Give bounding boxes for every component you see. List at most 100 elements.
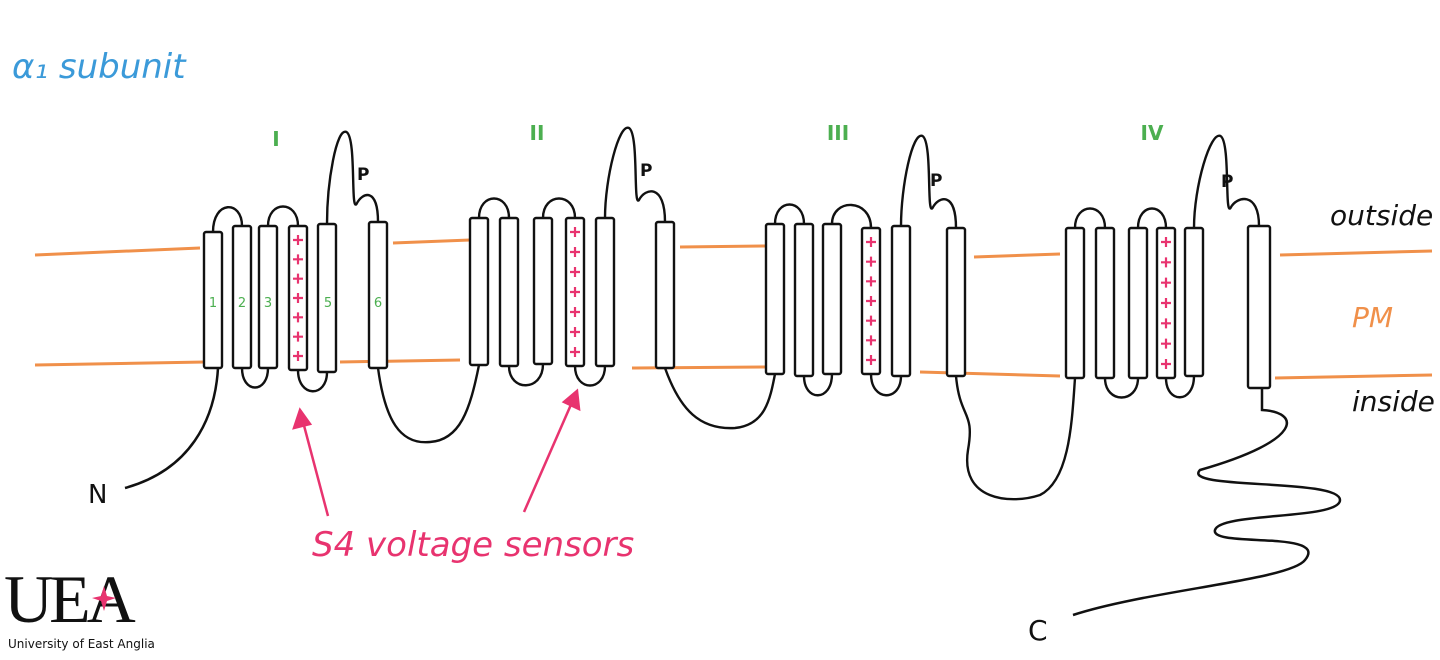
helix-ii-s2: [498, 216, 520, 368]
positive-charge-mark: [866, 237, 876, 247]
interdomain-linker-3: [954, 375, 1077, 501]
pore-label-iv: P: [1221, 172, 1233, 192]
membrane-outer-line: [34, 238, 1433, 259]
domain-label-iii: III: [827, 121, 849, 145]
loop-iv-4: [1164, 375, 1196, 399]
positive-charge-mark: [293, 273, 303, 284]
loop-iv-1: [1073, 207, 1107, 229]
loop-ii-2: [507, 363, 545, 387]
positive-charge-mark: [570, 227, 580, 237]
positive-charge-mark: [866, 355, 876, 365]
domain-label-i: I: [272, 127, 279, 151]
helix-iii-s3: [821, 222, 843, 376]
loop-i-2: [240, 367, 270, 389]
uea-logo: UEA University of East Anglia: [4, 561, 155, 651]
positive-charge-mark: [293, 312, 303, 323]
segment-number-1: 1: [209, 296, 217, 311]
s4-annotation-arrows: [292, 388, 581, 517]
positive-charge-mark: [570, 267, 580, 277]
helix-iii-s6: [945, 226, 967, 378]
uea-logo-text: University of East Anglia: [8, 637, 155, 651]
loop-iii-2: [802, 373, 834, 397]
loop-iii-5: [899, 134, 958, 229]
helix-ii-s3: [532, 216, 554, 366]
positive-charge-mark: [570, 247, 580, 257]
positive-charge-mark: [1161, 257, 1171, 268]
helix-iv-s3: [1127, 226, 1149, 380]
positive-charge-mark: [1161, 277, 1171, 288]
outside-label: outside: [1330, 199, 1433, 232]
loop-iii-4: [869, 373, 903, 397]
segment-number-5: 5: [324, 296, 332, 311]
helix-i-s6: [367, 220, 389, 370]
domain-label-iv: IV: [1141, 121, 1164, 145]
positive-charge-mark: [293, 351, 303, 361]
connecting-loops: [211, 126, 1261, 501]
helix-ii-s6: [654, 220, 676, 370]
positive-charge-mark: [1161, 298, 1171, 308]
loop-iv-3: [1136, 207, 1168, 229]
segment-number-3: 3: [264, 296, 272, 311]
membrane-label: PM: [1352, 301, 1393, 334]
helix-iv-s6: [1246, 224, 1272, 390]
positive-charge-mark: [570, 307, 580, 317]
positive-charge-mark: [1161, 359, 1171, 369]
helix-ii-s5: [594, 216, 616, 368]
loop-iii-3: [830, 203, 873, 229]
positive-charge-mark: [293, 331, 303, 342]
s4-charge-marks: [293, 227, 1171, 369]
helix-ii-s1: [468, 216, 490, 367]
pore-label-ii: P: [640, 161, 652, 181]
helix-iii-s2: [793, 222, 815, 378]
membrane-inner-line: [34, 358, 1433, 380]
helix-iv-s2: [1094, 226, 1116, 380]
s4-annotation-label: S4 voltage sensors: [312, 525, 634, 565]
loop-i-3: [266, 205, 300, 227]
positive-charge-mark: [866, 256, 876, 267]
s4-arrow-domain-i: [300, 417, 330, 517]
positive-charge-mark: [866, 276, 876, 287]
loop-iii-1: [773, 203, 806, 225]
interdomain-linker-2: [663, 367, 777, 430]
loop-ii-3: [541, 197, 577, 219]
positive-charge-mark: [293, 293, 303, 303]
positive-charge-mark: [570, 327, 580, 337]
helix-iii-s1: [764, 222, 786, 376]
positive-charge-mark: [570, 287, 580, 297]
positive-charge-mark: [293, 235, 303, 245]
domain-label-ii: II: [530, 121, 545, 145]
segment-number-2: 2: [238, 296, 246, 311]
plasma-membrane: [34, 238, 1433, 380]
helix-iii-s5: [890, 224, 912, 378]
helix-iv-s5: [1183, 226, 1205, 378]
inside-label: inside: [1352, 385, 1435, 418]
loop-ii-4: [573, 365, 607, 387]
n-terminus-label: N: [88, 480, 107, 510]
segment-number-6: 6: [374, 296, 382, 311]
interdomain-linker-1: [376, 364, 481, 444]
c-terminus-label: C: [1028, 614, 1048, 647]
pore-label-iii: P: [930, 171, 942, 191]
n-terminus-tail: [124, 367, 220, 490]
positive-charge-mark: [866, 335, 876, 346]
positive-charge-mark: [1161, 237, 1171, 247]
uea-logo-star-icon: [92, 586, 116, 611]
loop-ii-1: [477, 197, 511, 219]
positive-charge-mark: [1161, 338, 1171, 349]
loop-iv-5: [1192, 134, 1261, 229]
positive-charge-mark: [866, 315, 876, 326]
title-label: α₁ subunit: [12, 47, 187, 87]
positive-charge-mark: [866, 296, 876, 306]
s4-arrow-domain-ii: [522, 399, 575, 513]
positive-charge-mark: [570, 347, 580, 357]
s4-arrowhead-domain-i: [292, 407, 313, 430]
loop-i-4: [296, 369, 329, 393]
positive-charge-mark: [1161, 318, 1171, 329]
positive-charge-mark: [293, 254, 303, 265]
c-terminus-tail: [1072, 388, 1342, 617]
uea-logo-mark: UEA: [4, 561, 136, 637]
loop-i-1: [211, 206, 244, 233]
helix-iv-s1: [1064, 226, 1086, 380]
